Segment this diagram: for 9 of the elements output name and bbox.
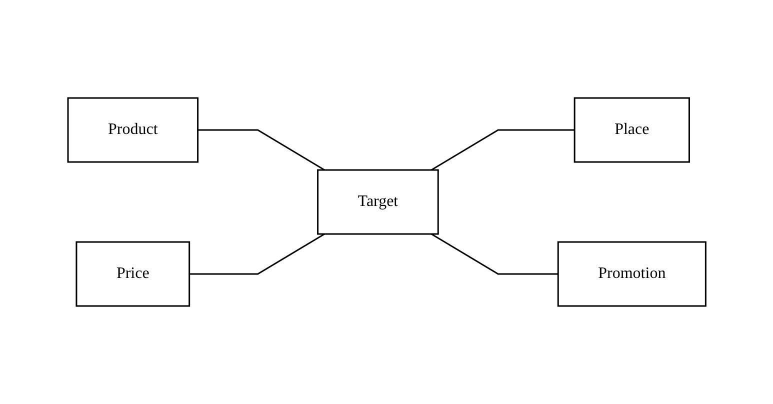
connector — [188, 233, 325, 275]
node-box: Promotion — [557, 241, 706, 307]
node-box: Target — [316, 169, 439, 235]
connector — [430, 233, 558, 275]
node-box: Product — [66, 97, 198, 163]
node-box: Place — [573, 97, 690, 163]
connector — [430, 129, 574, 171]
connector — [197, 129, 325, 171]
node-box: Price — [75, 241, 190, 307]
